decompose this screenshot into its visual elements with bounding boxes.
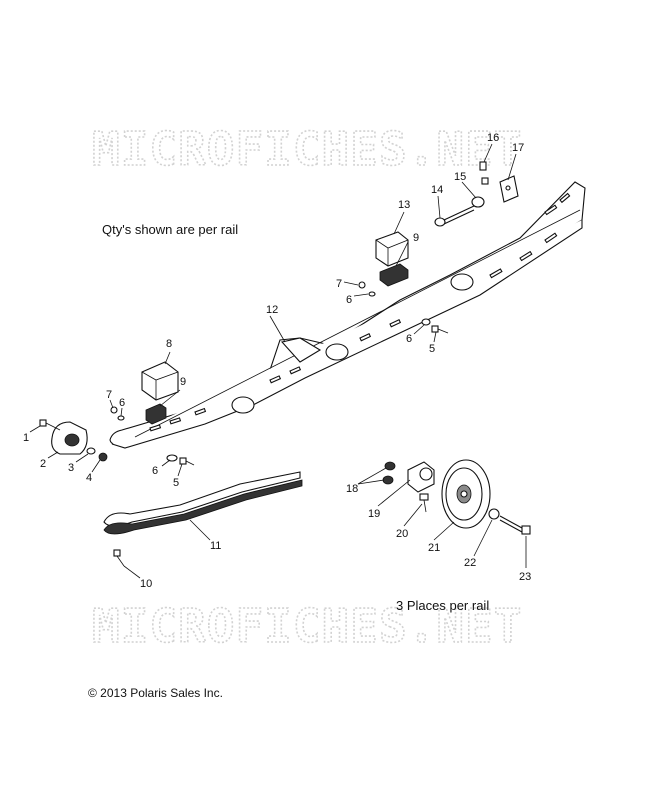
washer-6-front — [117, 415, 125, 421]
callout-6-front: 6 — [119, 397, 125, 409]
callout-9-front: 9 — [180, 376, 186, 388]
watermark-top: MICROFICHES.NET — [92, 122, 522, 176]
qty-note: Qty's shown are per rail — [102, 222, 239, 237]
callout-2: 2 — [40, 458, 46, 470]
nut-18-b — [382, 475, 394, 485]
callout-12: 12 — [266, 304, 278, 316]
callout-6-rear: 6 — [346, 294, 352, 306]
callout-14: 14 — [431, 184, 443, 196]
slider-block-13 — [375, 231, 409, 267]
callout-6-mid: 6 — [406, 333, 412, 345]
washer-22 — [488, 508, 500, 520]
bolt-20 — [419, 493, 429, 513]
slider-block-9-front — [145, 403, 167, 425]
copyright: © 2013 Polaris Sales Inc. — [88, 686, 223, 700]
callout-6-lower: 6 — [152, 465, 158, 477]
callout-10: 10 — [140, 578, 152, 590]
callout-16: 16 — [487, 132, 499, 144]
washer-6-rear — [368, 291, 376, 297]
callout-13: 13 — [398, 199, 410, 211]
nut-7-front — [110, 406, 118, 414]
callout-7-rear: 7 — [336, 278, 342, 290]
callout-17: 17 — [512, 142, 524, 154]
callout-7-front: 7 — [106, 389, 112, 401]
places-note: 3 Places per rail — [396, 598, 490, 613]
watermark-bottom: MICROFICHES.NET — [92, 599, 522, 653]
nut-4 — [98, 452, 108, 462]
callout-1: 1 — [23, 432, 29, 444]
nut-15 — [471, 196, 485, 208]
bracket-17 — [499, 175, 519, 203]
rail-boss-mid — [325, 343, 349, 361]
rail-slots — [149, 192, 571, 432]
rail-boss-front — [231, 396, 255, 414]
axle-bracket-19 — [407, 461, 435, 493]
idler-wheel-21 — [441, 459, 491, 529]
callout-22: 22 — [464, 557, 476, 569]
callout-3: 3 — [68, 462, 74, 474]
bolt-23 — [499, 515, 531, 535]
bolt-10 — [113, 549, 125, 567]
washer-6-lower — [166, 454, 178, 462]
wear-strip — [103, 471, 303, 535]
callout-20: 20 — [396, 528, 408, 540]
callout-numbers: 1 2 3 4 5 5 6 6 6 6 7 7 8 9 9 10 11 12 1… — [23, 132, 531, 590]
callout-5-lower: 5 — [173, 477, 179, 489]
callout-9-rear: 9 — [413, 232, 419, 244]
callout-11: 11 — [210, 540, 221, 552]
callout-18: 18 — [346, 483, 358, 495]
leader-lines — [29, 143, 527, 579]
slider-block-8 — [141, 361, 179, 401]
bolt-5-mid — [431, 325, 449, 334]
callout-15: 15 — [454, 171, 466, 183]
nut-18-a — [384, 461, 396, 471]
fastener-16 — [479, 161, 489, 185]
callout-23: 23 — [519, 571, 531, 583]
washer-6-mid — [421, 318, 431, 326]
bolt-5-lower — [179, 457, 195, 466]
callout-5-mid: 5 — [429, 343, 435, 355]
slider-block-9-rear — [379, 263, 409, 287]
callout-8: 8 — [166, 338, 172, 350]
rail-boss-rear — [450, 273, 474, 291]
callout-19: 19 — [368, 508, 380, 520]
bolt-14 — [434, 205, 475, 227]
nut-7-rear — [358, 281, 366, 289]
rail-tip — [51, 421, 88, 455]
washer-3 — [86, 447, 96, 455]
callout-4: 4 — [86, 472, 92, 484]
bolt-1 — [39, 419, 61, 431]
slide-rail — [109, 181, 586, 449]
callout-21: 21 — [428, 542, 440, 554]
